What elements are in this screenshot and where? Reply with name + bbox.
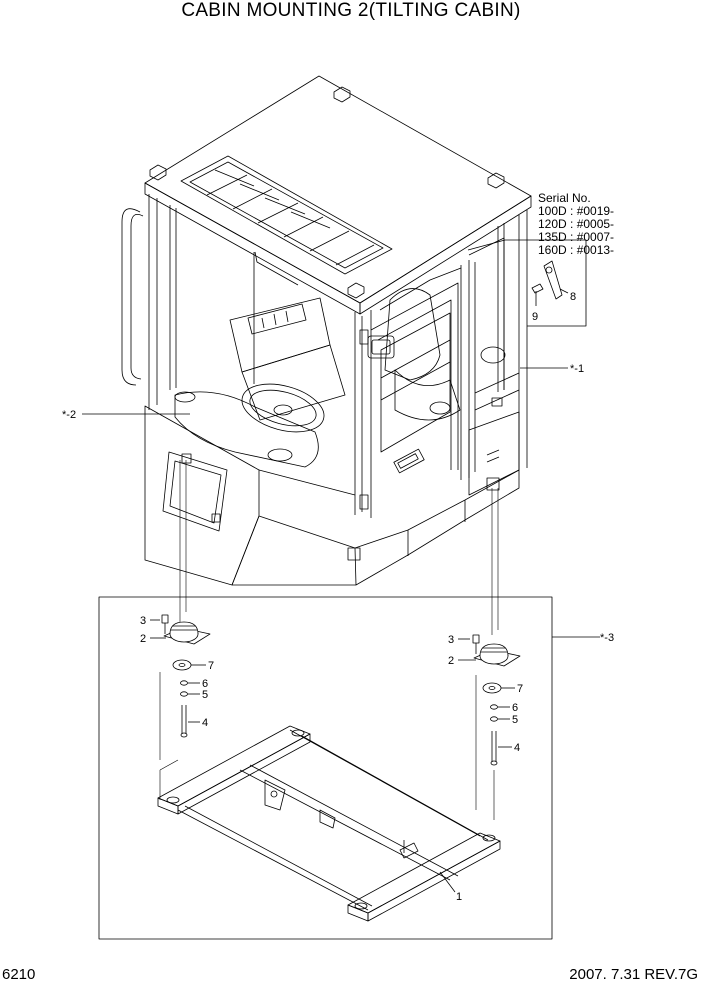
roof-lug [333, 86, 351, 103]
work-lamp [367, 335, 395, 359]
left-mount-stack [150, 614, 211, 738]
roof-guard [180, 155, 393, 275]
callout-label: 7 [208, 660, 214, 672]
callout-label: 6 [202, 678, 208, 690]
callout-label: 1 [456, 891, 462, 903]
serial-entry: 160D : #0013- [538, 243, 615, 257]
cabin-roof-edge [359, 195, 532, 315]
callout-label: 4 [514, 742, 520, 754]
roof-lug [347, 282, 365, 299]
cabin-lower-side [354, 469, 520, 586]
callout-label: 3 [140, 615, 146, 627]
cabin-lower-front [144, 405, 260, 586]
cabin-roof-edge [144, 182, 361, 315]
access-panel [162, 451, 228, 532]
callout-label: 2 [140, 633, 146, 645]
dashboard [229, 297, 331, 373]
serial-number-block: Serial No. 100D : #0019- 120D : #0005- 1… [538, 192, 614, 257]
callout-label: 3 [448, 634, 454, 646]
serial-entry: 120D : #0005- [538, 217, 615, 231]
callout-label: 5 [202, 689, 208, 701]
callout-label: *-3 [600, 632, 614, 644]
grab-handle [121, 208, 141, 386]
callout-label: 5 [512, 714, 518, 726]
callout-label: 4 [202, 717, 208, 729]
serial-entry: 100D : #0019- [538, 204, 615, 218]
roof-guard-inner [189, 161, 384, 269]
mount-parts-frame [98, 596, 553, 940]
serial-detail-inset [467, 239, 587, 327]
roof-lug [149, 164, 167, 181]
right-mount-stack [458, 634, 521, 766]
diagram-title: CABIN MOUNTING 2(TILTING CABIN) [181, 0, 521, 21]
cabin-assembly [121, 75, 532, 586]
callout-label: 7 [517, 683, 523, 695]
mounting-frame [157, 725, 501, 922]
callout-label: *-2 [62, 409, 76, 421]
assembly-guide-lines [159, 460, 499, 820]
operator-seat [384, 288, 441, 381]
steering-wheel [241, 383, 325, 433]
revision-date: 2007. 7.31 REV.7G [569, 966, 698, 983]
roof-lug [487, 172, 505, 189]
callout-label: 2 [448, 655, 454, 667]
callout-label: *-1 [570, 363, 584, 375]
callout-label: 8 [570, 291, 576, 303]
callout-label: 6 [512, 702, 518, 714]
door-handle [393, 448, 425, 474]
wiper-bracket [543, 260, 563, 300]
serial-heading: Serial No. [538, 191, 591, 205]
callout-label: 9 [532, 311, 538, 323]
page-number: 6210 [2, 966, 36, 983]
